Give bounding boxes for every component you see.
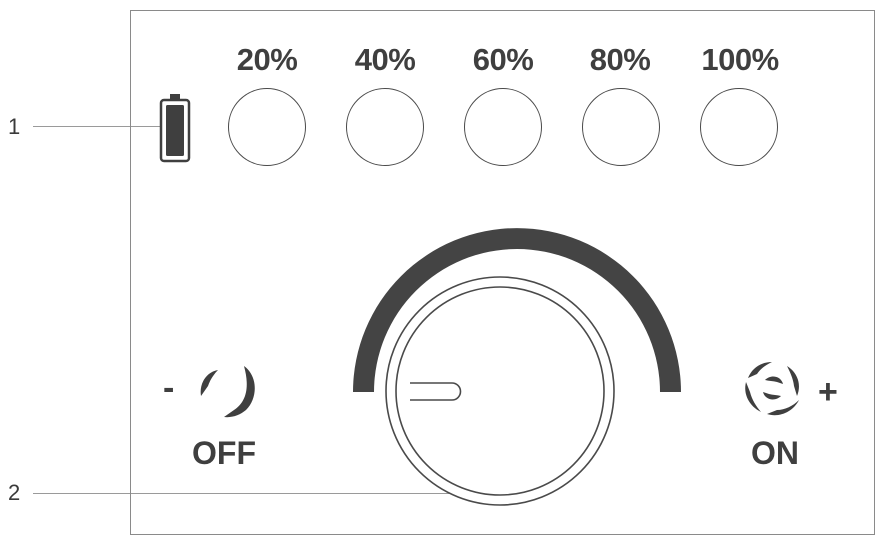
battery-icon bbox=[159, 94, 191, 163]
level-label-20: 20% bbox=[236, 42, 298, 77]
level-label-40: 40% bbox=[354, 42, 416, 77]
level-indicator-80 bbox=[582, 88, 660, 166]
level-indicator-100 bbox=[700, 88, 778, 166]
fan-on-icon bbox=[745, 362, 799, 416]
level-indicator-20 bbox=[228, 88, 306, 166]
plus-symbol: + bbox=[818, 373, 838, 411]
callout-1-number: 1 bbox=[8, 114, 21, 139]
level-indicator-40 bbox=[346, 88, 424, 166]
control-panel bbox=[130, 10, 875, 535]
rotary-knob[interactable] bbox=[385, 275, 615, 507]
on-label: ON bbox=[751, 435, 799, 471]
level-label-100: 100% bbox=[701, 42, 779, 77]
level-label-60: 60% bbox=[472, 42, 534, 77]
minus-symbol: - bbox=[163, 369, 175, 407]
callout-1-line bbox=[33, 126, 161, 127]
level-label-80: 80% bbox=[589, 42, 651, 77]
callout-2-number: 2 bbox=[8, 480, 21, 505]
off-label: OFF bbox=[192, 435, 256, 471]
knob-pointer bbox=[410, 382, 462, 401]
fan-off-icon bbox=[200, 366, 255, 418]
callout-2-line bbox=[33, 493, 495, 494]
level-indicator-60 bbox=[464, 88, 542, 166]
